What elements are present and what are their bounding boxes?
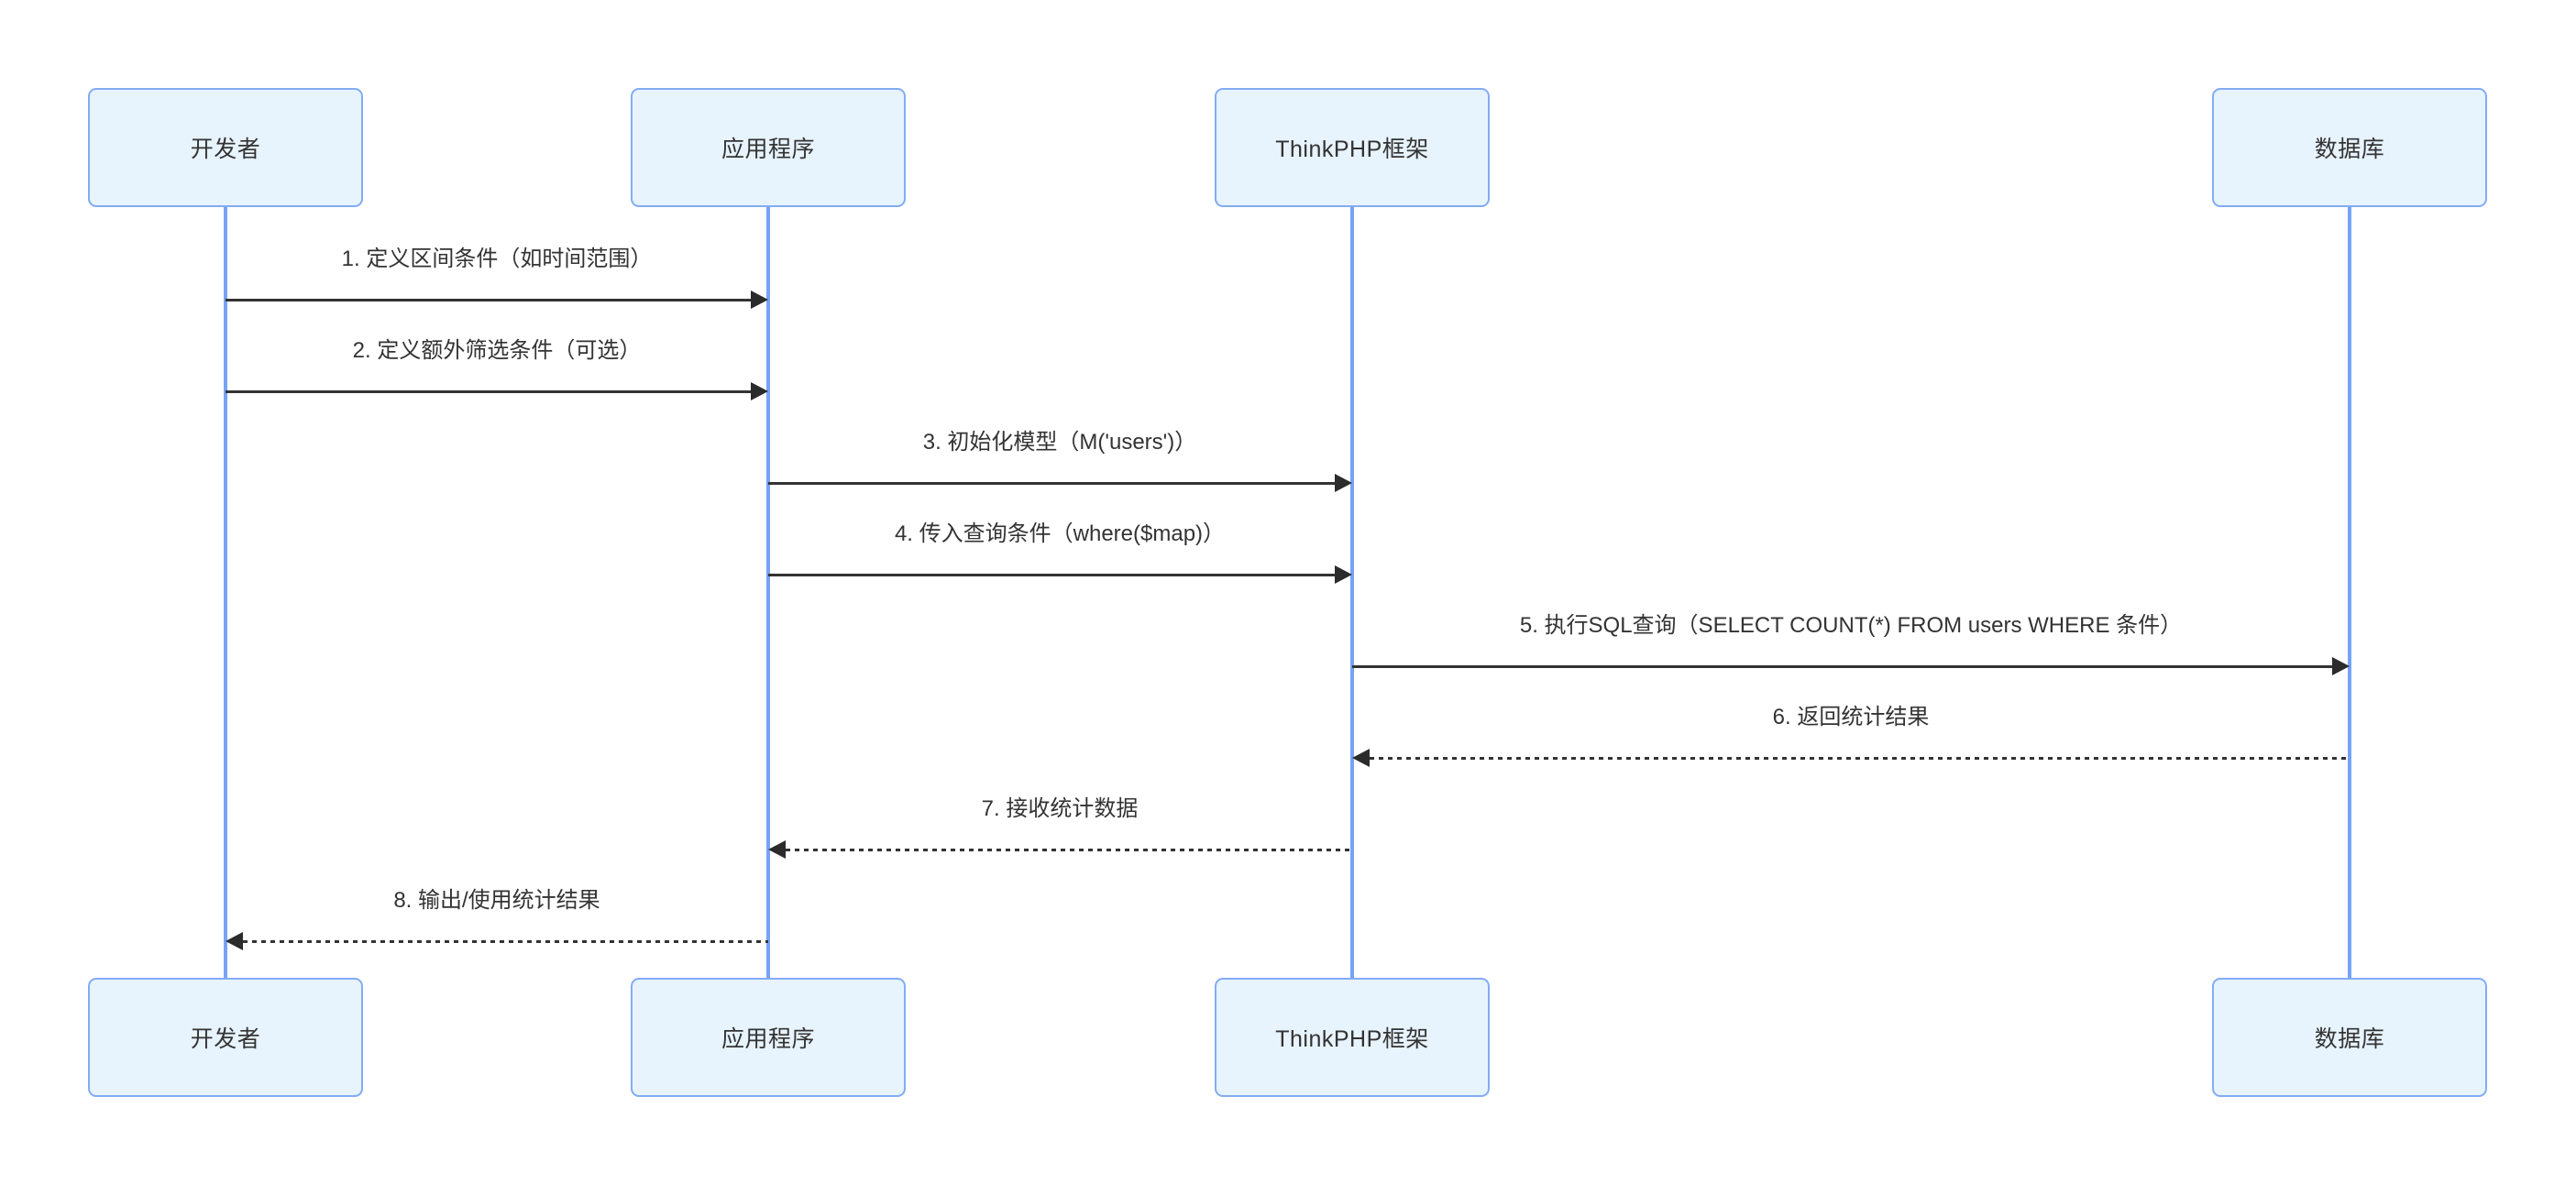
arrowhead-left-icon	[768, 840, 786, 859]
arrowhead-right-icon	[751, 382, 768, 400]
message-arrow	[226, 299, 751, 301]
actor-application-top: 应用程序	[631, 88, 906, 207]
actor-thinkphp-bottom: ThinkPHP框架	[1215, 978, 1490, 1097]
lifeline-application	[766, 205, 770, 980]
message-label: 2. 定义额外筛选条件（可选）	[352, 338, 642, 363]
message-label: 3. 初始化模型（M('users')）	[922, 430, 1197, 455]
arrowhead-left-icon	[226, 932, 243, 950]
message-label: 6. 返回统计结果	[1772, 705, 1930, 729]
message-label: 4. 传入查询条件（where($map)）	[894, 521, 1226, 546]
arrowhead-left-icon	[1352, 749, 1370, 767]
message-arrow	[768, 482, 1335, 485]
actor-developer-top: 开发者	[88, 88, 363, 207]
actor-application-bottom: 应用程序	[631, 978, 906, 1097]
message-label: 7. 接收统计数据	[981, 796, 1139, 821]
lifeline-developer	[224, 205, 227, 980]
message-arrow	[786, 849, 1352, 851]
arrowhead-right-icon	[1335, 565, 1352, 584]
actor-database-bottom: 数据库	[2212, 978, 2487, 1097]
message-arrow	[1352, 665, 2332, 668]
message-label: 5. 执行SQL查询（SELECT COUNT(*) FROM users WH…	[1519, 613, 2183, 638]
message-label: 8. 输出/使用统计结果	[393, 888, 600, 913]
lifeline-thinkphp	[1350, 205, 1354, 980]
arrowhead-right-icon	[751, 291, 768, 309]
message-arrow	[768, 574, 1335, 576]
message-arrow	[226, 390, 751, 393]
message-arrow	[243, 940, 768, 943]
actor-thinkphp-top: ThinkPHP框架	[1215, 88, 1490, 207]
message-arrow	[1370, 757, 2350, 760]
arrowhead-right-icon	[2332, 657, 2350, 675]
actor-database-top: 数据库	[2212, 88, 2487, 207]
actor-developer-bottom: 开发者	[88, 978, 363, 1097]
arrowhead-right-icon	[1335, 474, 1352, 492]
lifeline-database	[2348, 205, 2351, 980]
message-label: 1. 定义区间条件（如时间范围）	[341, 247, 653, 271]
